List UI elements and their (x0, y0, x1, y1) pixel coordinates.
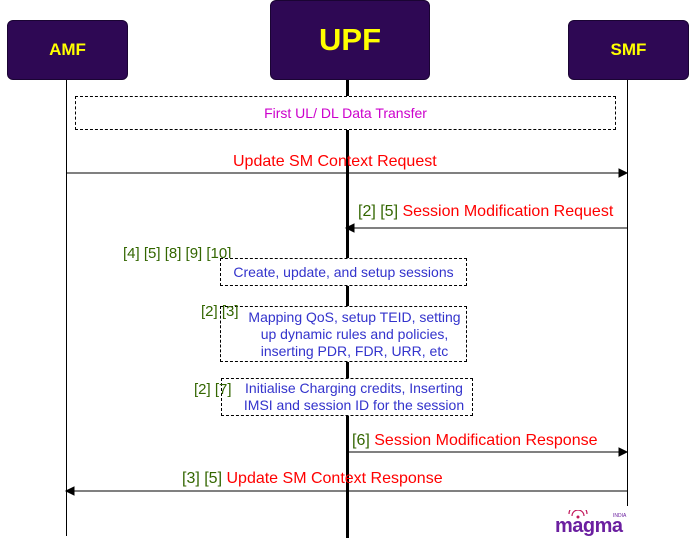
smf-lifeline (627, 80, 628, 506)
logo-text: magma (555, 515, 623, 537)
create-refs: [4] [5] [8] [9] [10] (123, 245, 232, 262)
upf-actor: UPF (270, 0, 430, 80)
mapping-refs: [2] [3] (201, 303, 239, 320)
smf-label: SMF (610, 40, 647, 59)
session-mod-request-refs: [2] [5] (358, 203, 399, 220)
session-mod-response-message: [6] Session Modification Response (352, 432, 597, 450)
amf-lifeline (66, 80, 67, 536)
arrow-head-session-mod-response (618, 447, 629, 457)
signal-icon (568, 510, 588, 519)
first-transfer-label: First UL/ DL Data Transfer (264, 104, 427, 121)
session-mod-response-refs: [6] (352, 432, 370, 449)
session-mod-request-label: Session Modification Request (402, 203, 614, 220)
update-request-label: Update SM Context Request (233, 153, 437, 170)
session-mod-response-label: Session Modification Response (374, 432, 598, 449)
update-response-label: Update SM Context Response (226, 470, 443, 487)
mapping-qos-box: Mapping QoS, setup TEID, setting up dyna… (220, 306, 467, 362)
create-sessions-label: Create, update, and setup sessions (233, 263, 454, 280)
smf-actor: SMF (568, 20, 689, 80)
update-response-message: [3] [5] Update SM Context Response (182, 470, 443, 488)
update-request-message: Update SM Context Request (233, 153, 437, 171)
arrow-head-session-mod-request (344, 223, 355, 233)
charging-refs: [2] [7] (194, 381, 232, 398)
amf-label: AMF (49, 40, 86, 59)
first-transfer-box: First UL/ DL Data Transfer (75, 96, 616, 130)
charging-label: Initialise Charging credits, Inserting I… (243, 380, 465, 413)
update-response-refs: [3] [5] (182, 470, 223, 487)
arrow-head-update-response (64, 486, 75, 496)
logo-subtext: INDIA (613, 513, 627, 519)
create-sessions-box: Create, update, and setup sessions (220, 258, 467, 286)
arrow-head-update-request (618, 168, 629, 178)
session-mod-request-message: [2] [5] Session Modification Request (358, 203, 613, 221)
magma-logo: magma INDIA (554, 510, 634, 540)
upf-label: UPF (319, 22, 381, 57)
charging-box: Initialise Charging credits, Inserting I… (221, 378, 473, 416)
amf-actor: AMF (7, 20, 128, 80)
mapping-qos-label: Mapping QoS, setup TEID, setting up dyna… (248, 308, 461, 359)
